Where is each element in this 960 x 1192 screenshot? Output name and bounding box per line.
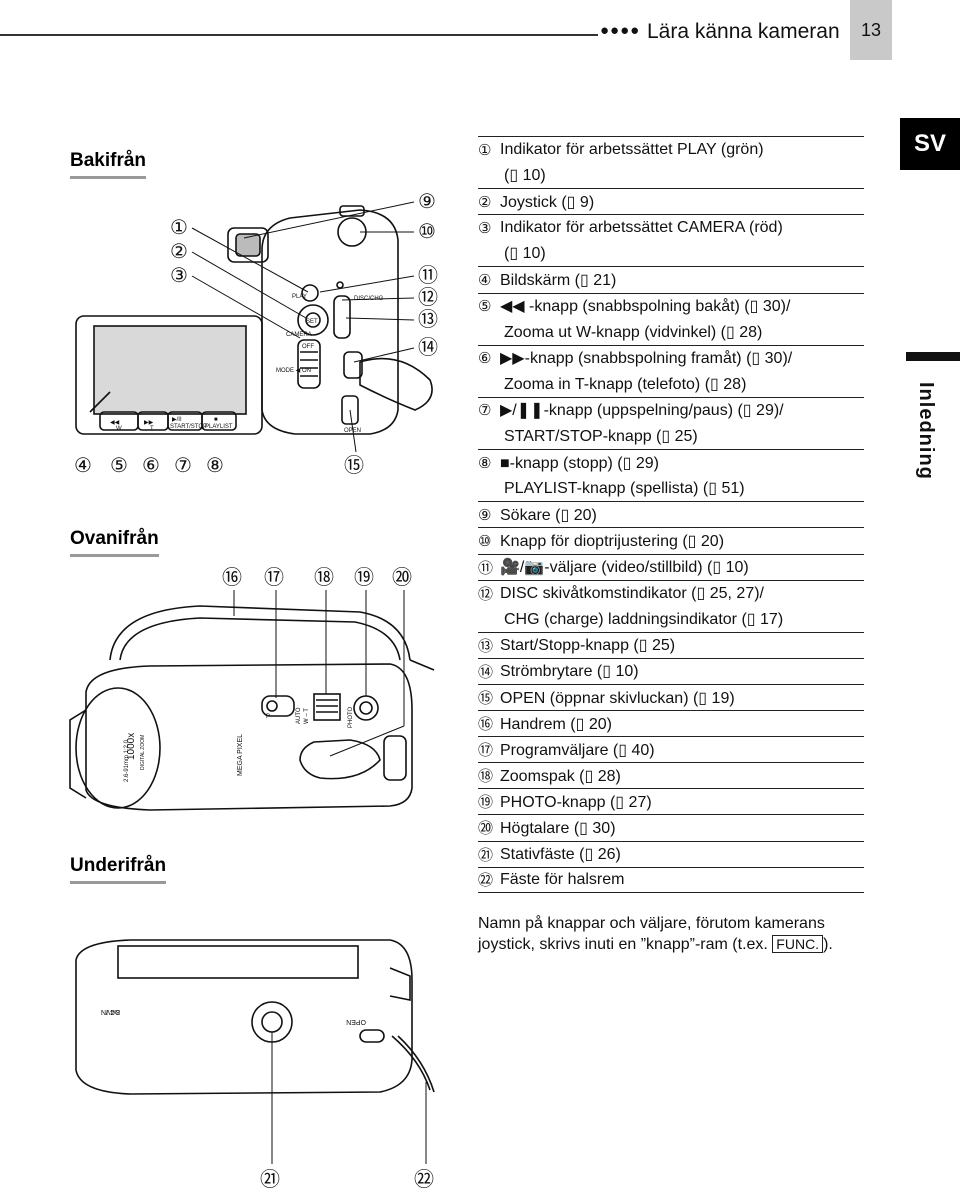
legend-row-3-cont: (▯ 10) xyxy=(504,245,546,263)
label-zoom: 1000x xyxy=(126,733,137,760)
legend-row-5: ⑤◀◀ -knapp (snabbspolning bakåt) (▯ 30)/ xyxy=(478,292,864,319)
legend-row-6-cont: Zooma in T-knapp (telefoto) (▯ 28) xyxy=(504,375,747,393)
legend-row-6: ⑥▶▶-knapp (snabbspolning framåt) (▯ 30)/ xyxy=(478,344,864,371)
callout-12: ⑫ xyxy=(418,286,438,309)
label-t: T xyxy=(150,426,154,432)
callout-18: ⑱ xyxy=(314,566,334,589)
camera-back-illustration: ◀◀ ▶▶ ▶/II START/STOP ■ PLAYLIST W T SET… xyxy=(74,191,438,477)
legend-row-12-cont: CHG (charge) laddningsindikator (▯ 17) xyxy=(504,610,784,628)
legend-row-11: ⑪🎥/📷-väljare (video/stillbild) (▯ 10) xyxy=(478,553,864,580)
label-off: OFF xyxy=(302,344,314,350)
label-megapixel: MEGA PIXEL xyxy=(237,734,244,776)
legend-row-7-cont: START/STOP-knapp (▯ 25) xyxy=(504,428,698,446)
label-open-bottom: OPEN xyxy=(346,1018,366,1025)
label-playlist: PLAYLIST xyxy=(205,424,233,430)
label-lens: 2.6-91mm 1:2.0 xyxy=(124,739,130,782)
language-tab: SV xyxy=(900,118,960,170)
legend-row-1-cont: (▯ 10) xyxy=(504,167,546,185)
page-number: 13 xyxy=(850,0,892,60)
func-button-example: FUNC. xyxy=(772,935,824,953)
label-p: P xyxy=(266,714,270,720)
callout-4: ④ xyxy=(74,455,92,477)
label-volts: 8.4V xyxy=(105,1008,120,1015)
callout-19: ⑲ xyxy=(354,566,374,589)
callout-20: ⑳ xyxy=(392,566,412,589)
header-title: Lära känna kameran xyxy=(647,20,840,43)
callout-22: ㉒ xyxy=(414,1168,434,1191)
callout-10: ⑩ xyxy=(418,221,436,243)
callout-8: ⑧ xyxy=(206,455,224,477)
header-dots: ●●●● xyxy=(600,22,641,39)
label-start-stop: START/STOP xyxy=(170,424,207,430)
label-digital-zoom: DIGITAL ZOOM xyxy=(140,735,146,770)
label-camera: CAMERA xyxy=(286,332,312,338)
callout-13: ⑬ xyxy=(418,308,438,331)
callout-11: ⑪ xyxy=(418,264,438,287)
label-set: SET xyxy=(306,319,318,325)
header-rule xyxy=(0,34,598,36)
label-photo: PHOTO xyxy=(348,706,354,728)
legend-row-5-cont: Zooma ut W-knapp (vidvinkel) (▯ 28) xyxy=(504,323,763,341)
label-ff: ▶▶ xyxy=(144,420,154,426)
callout-6: ⑥ xyxy=(142,455,160,477)
label-w: W xyxy=(116,426,122,432)
view-label-top: Ovanifrån xyxy=(70,528,159,557)
callout-9: ⑨ xyxy=(418,191,436,213)
label-stop-symbol: ■ xyxy=(214,417,218,423)
view-label-back: Bakifrån xyxy=(70,150,147,179)
label-rew: ◀◀ xyxy=(110,420,120,426)
label-auto: AUTO xyxy=(296,707,302,724)
section-tab: Inledning xyxy=(906,352,960,502)
view-label-bottom: Underifrån xyxy=(70,855,167,884)
callout-2: ② xyxy=(170,241,188,263)
callout-1: ① xyxy=(170,217,188,239)
callout-21: ㉑ xyxy=(260,1168,280,1191)
callout-14: ⑭ xyxy=(418,336,438,359)
callout-15: ⑮ xyxy=(344,454,364,477)
label-wt: W – T xyxy=(304,708,310,724)
legend-row-8-cont: PLAYLIST-knapp (spellista) (▯ 51) xyxy=(504,480,745,498)
legend-text: Indikator för arbetssättet PLAY (grön) xyxy=(500,140,764,158)
callout-16: ⑯ xyxy=(222,566,242,589)
button-naming-note: Namn på knappar och väljare, förutom kam… xyxy=(478,915,833,953)
callout-17: ⑰ xyxy=(264,566,284,589)
label-play-pause: ▶/II xyxy=(172,417,182,423)
label-play: PLAY xyxy=(292,294,307,300)
legend-row-7: ⑦▶/❚❚-knapp (uppspelning/paus) (▯ 29)/ xyxy=(478,396,864,423)
section-tab-label: Inledning xyxy=(915,382,937,480)
label-dc-in: DC IN xyxy=(101,1008,120,1015)
callout-5: ⑤ xyxy=(110,455,128,477)
legend-row-8: ⑧■-knapp (stopp) (▯ 29) xyxy=(478,449,864,475)
label-mode-on: MODE ◀ ON xyxy=(276,368,311,374)
camera-top-illustration: 1000x DIGITAL ZOOM 2.6-91mm 1:2.0 MEGA P… xyxy=(69,566,435,811)
camera-bottom-illustration: DC IN 8.4V OPEN ㉑ ㉒ xyxy=(75,939,435,1191)
section-tab-bar xyxy=(906,352,960,361)
callout-3: ③ xyxy=(170,265,188,287)
callout-7: ⑦ xyxy=(174,455,192,477)
